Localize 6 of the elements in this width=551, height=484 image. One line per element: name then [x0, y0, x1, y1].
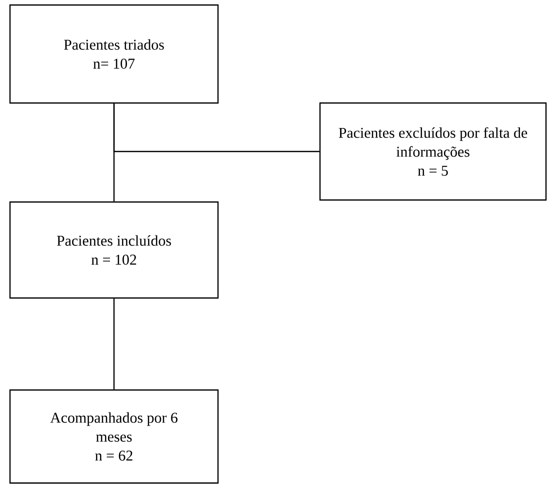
flow-box: Pacientes excluídos por falta de informações n = 5	[319, 102, 547, 201]
connector-line	[113, 104, 320, 152]
flow-box: Pacientes incluídos n = 102	[9, 201, 219, 299]
connector-line	[113, 298, 115, 390]
flow-box: Acompanhados por 6 meses n = 62	[9, 389, 219, 484]
flow-box: Pacientes triados n= 107	[9, 4, 219, 104]
